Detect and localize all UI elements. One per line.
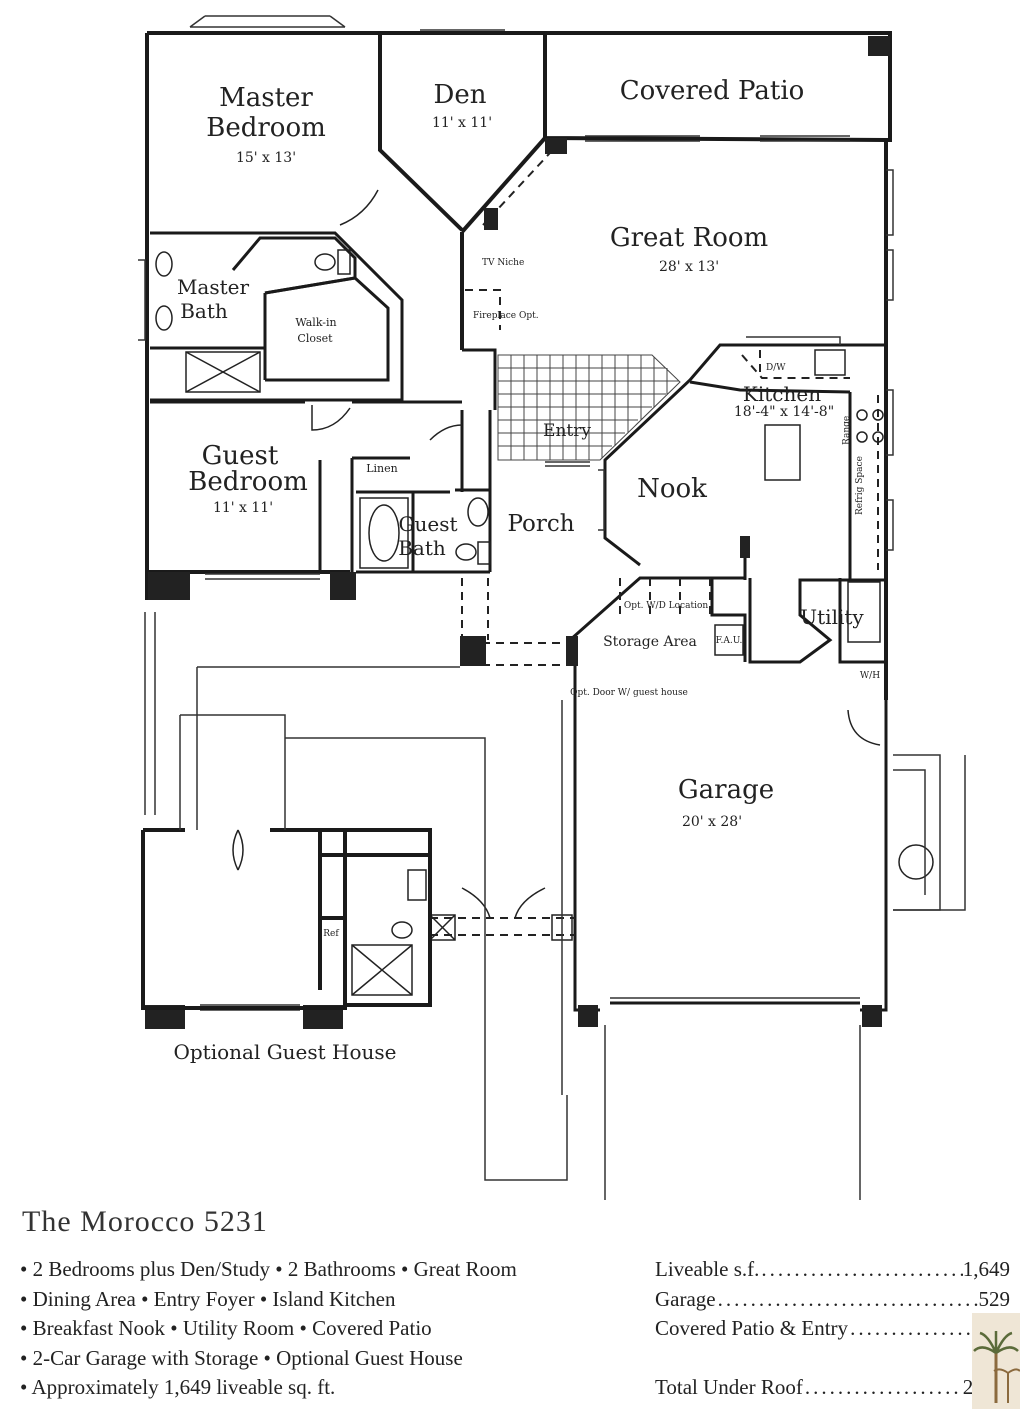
sqft-leader: ....................................	[761, 1257, 962, 1281]
guest-house-label: Optional Guest House	[173, 1040, 396, 1064]
great-room-label: Great Room	[610, 223, 768, 253]
sqft-leader: ....................................	[804, 1375, 963, 1399]
sqft-label: Total Under Roof	[655, 1375, 803, 1399]
tv-niche-label: TV Niche	[482, 258, 524, 268]
interior-walls	[150, 231, 888, 1012]
range-label: Range	[842, 416, 852, 445]
dashed-lines	[430, 139, 879, 936]
storage-area-label: Storage Area	[603, 634, 697, 650]
master-bath-label-2: Bath	[180, 299, 228, 323]
windows	[138, 15, 894, 1011]
guest-bedroom-label-1: Guest	[202, 441, 279, 471]
guest-house-walls	[141, 828, 432, 1010]
guest-bath-label-2: Bath	[398, 536, 446, 560]
entry-tile-floor	[497, 354, 681, 461]
plan-summary: The Morocco 5231 • 2 Bedrooms plus Den/S…	[20, 1195, 1020, 1409]
great-room-dims: 28' x 13'	[659, 259, 719, 275]
master-bedroom-label-2: Bedroom	[206, 113, 326, 143]
master-bedroom-dims: 15' x 13'	[236, 150, 296, 166]
guest-bedroom-dims: 11' x 11'	[213, 500, 273, 516]
master-bedroom-label-1: Master	[219, 83, 313, 113]
sqft-leader: ....................................	[717, 1286, 979, 1311]
palm-tree-logo-icon	[972, 1313, 1020, 1409]
nook-label: Nook	[637, 474, 707, 504]
garage-label: Garage	[678, 775, 774, 805]
entry-label: Entry	[543, 421, 591, 441]
feature-item: • Approximately 1,649 liveable sq. ft.	[20, 1375, 336, 1399]
sqft-label: Garage	[655, 1286, 716, 1311]
guest-bath-label-1: Guest	[399, 512, 458, 536]
sqft-label: Liveable s.f.	[655, 1257, 760, 1281]
feature-list: • 2 Bedrooms plus Den/Study • 2 Bathroom…	[20, 1255, 640, 1403]
sqft-leader: ....................................	[850, 1316, 978, 1340]
linen-label: Linen	[366, 462, 398, 475]
kitchen-dims: 18'-4" x 14'-8"	[734, 404, 834, 420]
fixtures	[155, 249, 934, 996]
kitchen-label: Kitchen	[743, 382, 821, 406]
door-swings	[232, 189, 881, 919]
sqft-label: Covered Patio & Entry	[655, 1316, 849, 1340]
fau-label: F.A.U.	[716, 636, 743, 646]
opt-door-label: Opt. Door W/ guest house	[570, 688, 688, 698]
feature-item: • Dining Area • Entry Foyer • Island Kit…	[20, 1286, 396, 1311]
dw-label: D/W	[766, 363, 786, 373]
utility-label: Utility	[800, 605, 864, 629]
guest-bedroom-label-2: Bedroom	[188, 467, 308, 497]
covered-patio-label: Covered Patio	[620, 76, 805, 106]
sqft-row-patio-entry: Covered Patio & Entry ..................…	[655, 1314, 1010, 1344]
ref-label: Ref	[323, 929, 339, 939]
feature-item: • 2-Car Garage with Storage • Optional G…	[20, 1345, 463, 1370]
master-bath-label-1: Master	[177, 275, 250, 299]
den-dims: 11' x 11'	[432, 115, 492, 131]
garage-dims: 20' x 28'	[682, 814, 742, 830]
feature-item: • Breakfast Nook • Utility Room • Covere…	[20, 1316, 432, 1340]
sqft-row-garage: Garage .................................…	[655, 1285, 1010, 1315]
sqft-value: 529	[978, 1286, 1011, 1311]
feature-item: • 2 Bedrooms plus Den/Study • 2 Bathroom…	[20, 1257, 517, 1281]
porch-label: Porch	[507, 511, 574, 537]
refrig-label: Refrig Space	[855, 456, 865, 515]
square-footage-table: Liveable s.f. ..........................…	[655, 1255, 1010, 1403]
walk-in-closet-label-2: Closet	[297, 332, 333, 345]
walk-in-closet-label-1: Walk-in	[295, 316, 336, 329]
sqft-row-liveable: Liveable s.f. ..........................…	[655, 1255, 1010, 1285]
fireplace-label: Fireplace Opt.	[473, 311, 539, 321]
floor-plan: Master Bedroom 15' x 13' Den 11' x 11' C…	[138, 15, 966, 1200]
sqft-row-total: Total Under Roof .......................…	[655, 1373, 1010, 1403]
opt-wd-label: Opt. W/D Location	[624, 601, 709, 611]
den-label: Den	[434, 80, 487, 110]
wh-label: W/H	[860, 671, 880, 681]
plan-title: The Morocco 5231	[22, 1205, 268, 1238]
site-lines	[144, 612, 966, 1200]
sqft-value: 1,649	[962, 1257, 1010, 1281]
